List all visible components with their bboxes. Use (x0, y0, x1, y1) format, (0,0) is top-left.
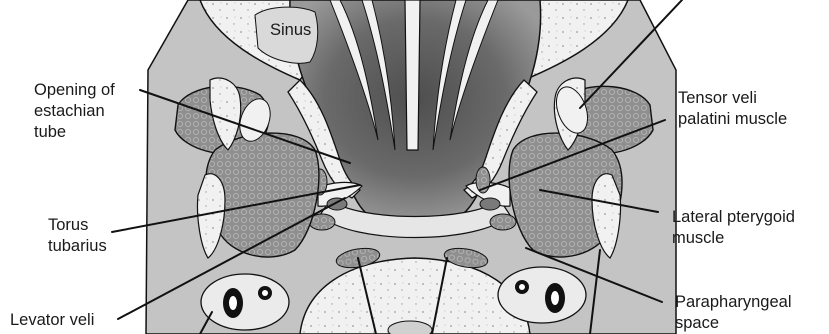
label-tensor-line1: Tensor veli (678, 88, 787, 109)
label-opening-line2: estachian (34, 101, 115, 122)
jugular-vein-right-inner (551, 291, 559, 305)
label-opening-eustachian: Opening of estachian tube (34, 80, 115, 143)
label-lateral-line1: Lateral pterygoid (672, 207, 795, 228)
label-parapharyngeal-space: Parapharyngeal space (675, 292, 792, 334)
label-torus-line1: Torus (48, 215, 107, 236)
label-tensor-veli: Tensor veli palatini muscle (678, 88, 787, 130)
carotid-artery-left-inner (262, 290, 268, 296)
label-parapharyngeal-line2: space (675, 313, 792, 334)
label-tensor-line2: palatini muscle (678, 109, 787, 130)
levator-veli-right (490, 214, 516, 230)
nasal-septum (405, 0, 420, 150)
label-torus-tubarius: Torus tubarius (48, 215, 107, 257)
label-lateral-line2: muscle (672, 228, 795, 249)
vessel-group-left (201, 274, 289, 330)
label-sinus-text: Sinus (270, 20, 311, 41)
label-levator-line1: Levator veli (10, 310, 94, 331)
label-sinus: Sinus (270, 20, 311, 41)
label-opening-line1: Opening of (34, 80, 115, 101)
jugular-vein-left-inner (229, 296, 237, 310)
label-lateral-pterygoid: Lateral pterygoid muscle (672, 207, 795, 249)
eustachian-opening-left (327, 198, 347, 210)
vessel-group-right (498, 267, 586, 323)
label-parapharyngeal-line1: Parapharyngeal (675, 292, 792, 313)
eustachian-opening-right (480, 198, 500, 210)
carotid-artery-right-inner (519, 284, 525, 290)
label-opening-line3: tube (34, 122, 115, 143)
label-levator-veli: Levator veli (10, 310, 94, 331)
label-torus-line2: tubarius (48, 236, 107, 257)
